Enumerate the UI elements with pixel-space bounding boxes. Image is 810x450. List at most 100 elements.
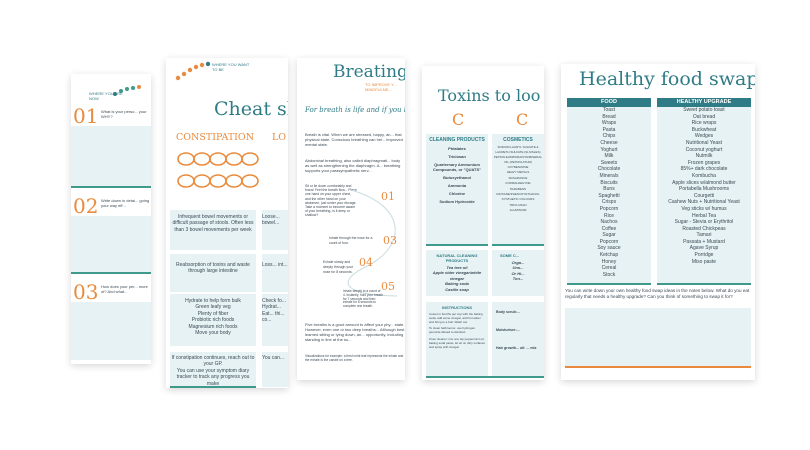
info-box: Hydrate to help form bulk Green leafy ve… xyxy=(170,294,256,346)
recipes-panel: Body scrub:...Moisturiser:...Hair growth… xyxy=(492,302,544,376)
table-cell-food: Cereal xyxy=(601,265,617,272)
table-cell-food: Wraps xyxy=(601,120,617,127)
list-item: Quarternary Ammonium Compounds, or "QUAT… xyxy=(432,162,482,173)
list-item: HEAVY METALS xyxy=(506,170,530,175)
page-title: Cheat sh xyxy=(214,98,288,120)
list-item: Hair growth... oil: ... mix xyxy=(496,346,537,350)
info-box: Loss... int... xyxy=(262,254,288,292)
column-header-food: FOOD xyxy=(567,98,651,107)
divider xyxy=(170,386,256,388)
toxins-card: Toxins to loo C C CLEANING PRODUCTS Phta… xyxy=(422,66,544,380)
list-item: Sodium Hydroxide xyxy=(439,199,475,205)
table-cell-upgrade: Coconut yoghurt xyxy=(685,146,723,153)
some-panel: SOME C... Orga...Uns...Or Hi...Ton... xyxy=(492,250,544,296)
table-cell-food: Chips xyxy=(602,133,616,140)
divider xyxy=(71,272,151,274)
table-cell-food: Spaghetti xyxy=(598,192,620,199)
list-item: Triclosan xyxy=(448,154,466,160)
panel-header: COSMETICS xyxy=(503,137,533,143)
table-cell-upgrade: Buckwheat xyxy=(691,126,717,133)
table-cell-food: Bread xyxy=(602,113,616,120)
question-number: 01 xyxy=(73,104,99,128)
worksheet-card-where-you-are: WHERE YOU ARE NOW 01 What is your perso.… xyxy=(71,74,151,364)
answer-box[interactable] xyxy=(71,302,151,360)
table-cell-food: Cheese xyxy=(600,139,618,146)
paragraph: Five breaths is a good amount to affect … xyxy=(305,322,405,342)
list-item: Ton... xyxy=(512,276,524,282)
table-cell-food: Crisps xyxy=(601,199,617,206)
column-heading: CONSTIPATION xyxy=(176,132,255,143)
table-cell-food: Nachos xyxy=(600,219,618,226)
page-title: Breating xyxy=(333,62,405,82)
divider xyxy=(426,244,488,246)
column-heading: LO xyxy=(272,132,287,143)
list-item: Phtalates xyxy=(448,146,466,152)
table-cell-food: Toast xyxy=(603,107,615,113)
table-cell-upgrade: Passata + Mustard xyxy=(683,238,725,245)
some-list: Orga...Uns...Or Hi...Ton... xyxy=(492,260,544,282)
subtitle: TO IMPROVE Y... MINDFULNE... xyxy=(365,82,397,92)
list-item: Ammonia xyxy=(447,183,467,189)
list-item: Chlorine xyxy=(448,191,466,197)
question-number: 03 xyxy=(73,280,99,304)
panel-header: INSTRUCTIONS xyxy=(442,305,472,310)
table-cell-upgrade: Sweet potato toast xyxy=(683,107,725,113)
answer-box[interactable] xyxy=(71,216,151,272)
step-number: 01 xyxy=(381,190,395,203)
step-number: 04 xyxy=(359,256,373,269)
info-box: Infrequent bowel movements or difficult … xyxy=(170,210,256,250)
table-cell-food: Popcorn xyxy=(599,205,619,212)
page-title: Healthy food swaps xyxy=(579,68,755,90)
section-letter: C xyxy=(452,110,465,129)
list-item: To clean bathrooms: use hydrogen peroxid… xyxy=(429,326,476,335)
list-item: PARABENS xyxy=(509,186,527,191)
script-quote: For breath is life and if you breath... xyxy=(305,106,405,114)
question-text: What is your perso... your WHY? xyxy=(101,109,147,119)
table-cell-upgrade: Portabella Mushrooms xyxy=(678,186,730,193)
table-cell-upgrade: Herbal Tea xyxy=(691,212,717,219)
list-item: Tea tree oil xyxy=(446,265,468,270)
table-cell-food: Stock xyxy=(602,271,616,278)
table-cell-upgrade: Veg sticks w/ humus xyxy=(681,205,727,212)
answer-box[interactable] xyxy=(71,126,151,186)
notes-box[interactable] xyxy=(565,308,751,366)
table-cell-food: Biscuits xyxy=(600,179,618,186)
table-cell-upgrade: Miso paste xyxy=(691,258,717,265)
table-cell-upgrade: Oat bread xyxy=(692,113,716,120)
table-cell-food: Honey xyxy=(601,258,617,265)
table-cell-upgrade: Roasted Chickpeas xyxy=(682,225,726,232)
list-item: Cutout in fourths per cup with the bakin… xyxy=(429,312,483,324)
breathing-card: Breating TO IMPROVE Y... MINDFULNE... Fo… xyxy=(297,58,405,380)
step-text: Inhale through the nose for a count of f… xyxy=(329,236,373,245)
table-cell-food: Milk xyxy=(604,153,614,160)
step-number: 03 xyxy=(383,234,397,247)
list-item: TRICLOSAN xyxy=(509,202,527,207)
table-cell-food: Coffee xyxy=(601,225,617,232)
divider xyxy=(426,376,544,378)
healthy-food-swaps-card: Healthy food swaps FOOD HEALTHY UPGRADE … xyxy=(561,64,755,380)
divider xyxy=(657,283,751,285)
notes-prompt: You can write down your own healthy food… xyxy=(565,288,750,299)
table-cell-upgrade: Porridge xyxy=(694,252,714,259)
table-cell-food: Pasta xyxy=(602,126,616,133)
list-item: Moisturiser:... xyxy=(496,328,520,332)
list-item: Or Hi... xyxy=(511,270,525,276)
table-cell-food: Yoghurt xyxy=(600,146,618,153)
page-title: Toxins to loo xyxy=(438,86,541,105)
step-number: 05 xyxy=(381,280,395,293)
table-cell-upgrade: Wedges xyxy=(694,133,714,140)
table-cell-food: Soy sauce xyxy=(597,245,621,252)
list-item: Baking soda xyxy=(445,281,469,287)
table-cell-upgrade: Apple slices w/almond butter xyxy=(672,179,736,186)
list-item: FRAGRANCE xyxy=(508,175,528,180)
table-cell-upgrade: Tamari xyxy=(696,232,712,239)
recipes-list: Body scrub:...Moisturiser:...Hair growth… xyxy=(492,302,544,350)
panel-header: NATURAL CLEANING PRODUCTS xyxy=(436,253,478,263)
cheat-sheet-card: WHERE YOU WANT TO BE Cheat sh CONSTIPATI… xyxy=(166,58,288,388)
cosmetics-panel: COSMETICS SODIUM LAURYL SULFATE & LAURET… xyxy=(492,134,544,244)
intestine-illustration xyxy=(177,152,259,188)
